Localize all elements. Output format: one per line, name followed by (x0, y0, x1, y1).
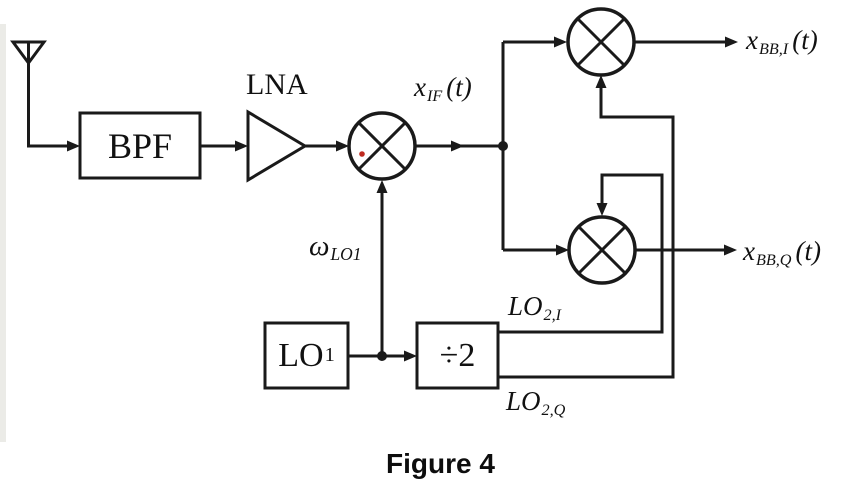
lo2i-subscript: 2,I (543, 305, 562, 324)
lna-label-text: LNA (246, 68, 308, 101)
arrowhead (724, 244, 737, 256)
wires (10, 40, 726, 379)
bpf-label: BPF (80, 113, 200, 178)
bpf-label-text: BPF (107, 125, 173, 166)
div2-block (415, 321, 500, 390)
xif-base: x (414, 72, 426, 102)
wire-lo2i-to-mixer-q (498, 173, 664, 334)
arrowhead (235, 140, 248, 152)
lna-label: LNA (246, 70, 308, 100)
figure-caption: Figure 4 (386, 448, 495, 479)
lo2i-signal-label: LO2,I (508, 293, 561, 323)
lna-amplifier-icon (246, 109, 308, 183)
mixer1-icon (347, 111, 417, 181)
blocks (78, 7, 637, 390)
lo1-base: LO (278, 336, 324, 374)
div2-label-text: ÷2 (439, 336, 476, 374)
xbbq-output-label: xBB,Q(t) (743, 238, 821, 268)
xif-subscript: IF (426, 86, 443, 105)
omega-base: ω (309, 230, 330, 262)
lo2q-signal-label: LO2,Q (506, 388, 565, 418)
xbbi-rest: (t) (792, 25, 818, 55)
wire-antenna-to-bpf (27, 62, 68, 148)
xbbq-base: x (743, 236, 755, 266)
lo1-subscript: 1 (324, 344, 335, 367)
arrowhead (404, 350, 417, 362)
junction-dot (377, 351, 387, 361)
xbbi-base: x (746, 25, 758, 55)
red-dot-artifact (359, 151, 365, 157)
arrowheads (67, 36, 738, 362)
xif-rest: (t) (446, 72, 472, 102)
xbbq-rest: (t) (795, 236, 821, 266)
div2-label: ÷2 (417, 323, 498, 388)
scan-edge-artifact (0, 24, 6, 442)
lo2q-base: LO (506, 386, 541, 416)
arrowhead (451, 140, 464, 152)
mixer-i-icon (566, 7, 636, 77)
omega-subscript: LO1 (330, 243, 362, 264)
arrowhead (554, 36, 567, 48)
mixer-q-icon (567, 215, 637, 285)
lo1-block (263, 321, 350, 390)
arrowhead (595, 75, 607, 88)
xif-signal-label: xIF(t) (414, 74, 472, 104)
junction-dot (498, 141, 508, 151)
omega-lo1-label: ωLO1 (309, 232, 361, 263)
arrowhead (596, 203, 608, 216)
antenna-icon (10, 40, 47, 66)
arrowhead (725, 36, 738, 48)
arrowhead (376, 180, 388, 193)
xbbi-output-label: xBB,I(t) (746, 27, 818, 57)
bpf-block (78, 111, 202, 180)
arrowhead (556, 244, 569, 256)
lo2i-base: LO (508, 291, 543, 321)
arrowhead (336, 140, 349, 152)
wire-lo2q-to-mixer-i (498, 88, 675, 379)
arrowhead (67, 140, 80, 152)
xbbq-subscript: BB,Q (755, 250, 792, 269)
xbbi-subscript: BB,I (758, 39, 789, 58)
lo2q-subscript: 2,Q (541, 400, 566, 419)
